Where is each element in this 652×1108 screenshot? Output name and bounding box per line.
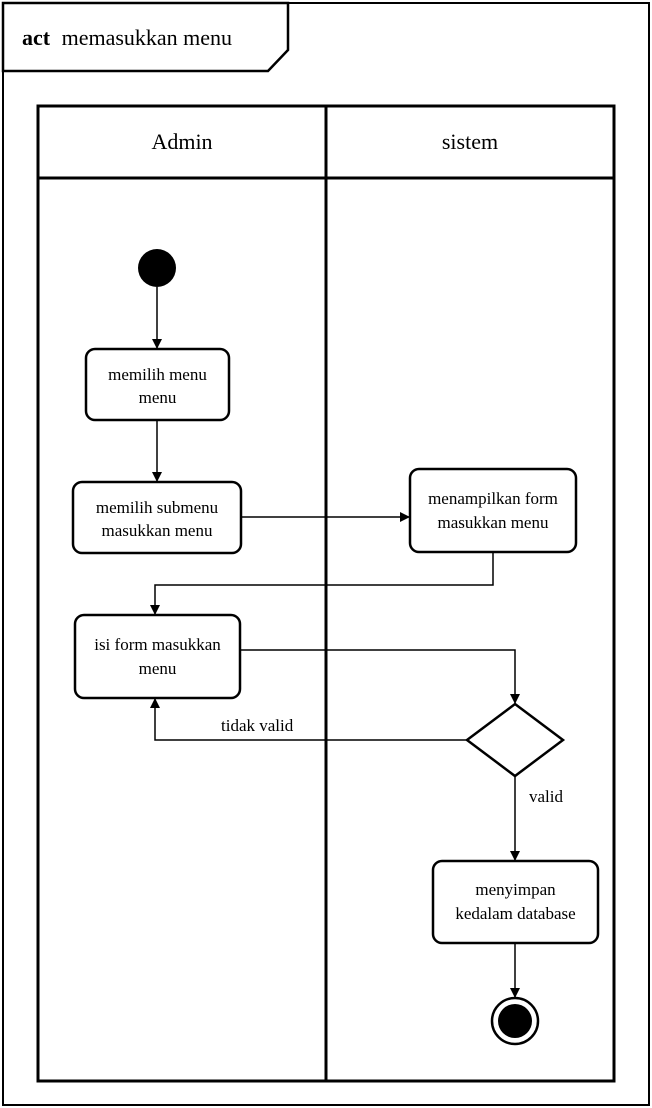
action-label-line: menu [139,388,177,407]
frame-keyword: act [22,25,51,50]
action-label-line: kedalam database [455,904,575,923]
action-label-line: menyimpan [475,880,556,899]
action-simpan: menyimpan kedalam database [431,859,600,945]
action-label-line: masukkan menu [438,513,549,532]
frame-name: memasukkan menu [62,25,232,50]
guard-label-tidak-valid: tidak valid [221,716,294,735]
flow-tampil-form-to-isi-form [150,552,494,615]
action-pilih-submenu: memilih submenu masukkan menu [71,480,243,555]
flow-isi-form-to-decision [240,649,520,704]
action-label-line: masukkan menu [102,521,213,540]
action-label-line: menu [139,659,177,678]
action-isi-form: isi form masukkan menu [73,613,242,700]
final-node [490,996,540,1046]
action-label-line: menampilkan form [428,489,558,508]
action-label-line: memilih submenu [96,498,219,517]
action-pilih-menu: memilih menu menu [84,347,231,422]
action-label-line: memilih menu [108,365,207,384]
frame-title: act memasukkan menu [22,25,232,50]
action-tampil-form: menampilkan form masukkan menu [408,467,578,554]
lane-label-sistem: sistem [442,129,498,154]
initial-node [138,249,176,287]
frame-name-tag [1,1,290,73]
guard-label-valid: valid [529,787,563,806]
action-label-line: isi form masukkan [94,635,221,654]
flow-decision-to-isi-form [150,698,467,741]
lane-label-admin: Admin [151,129,212,154]
